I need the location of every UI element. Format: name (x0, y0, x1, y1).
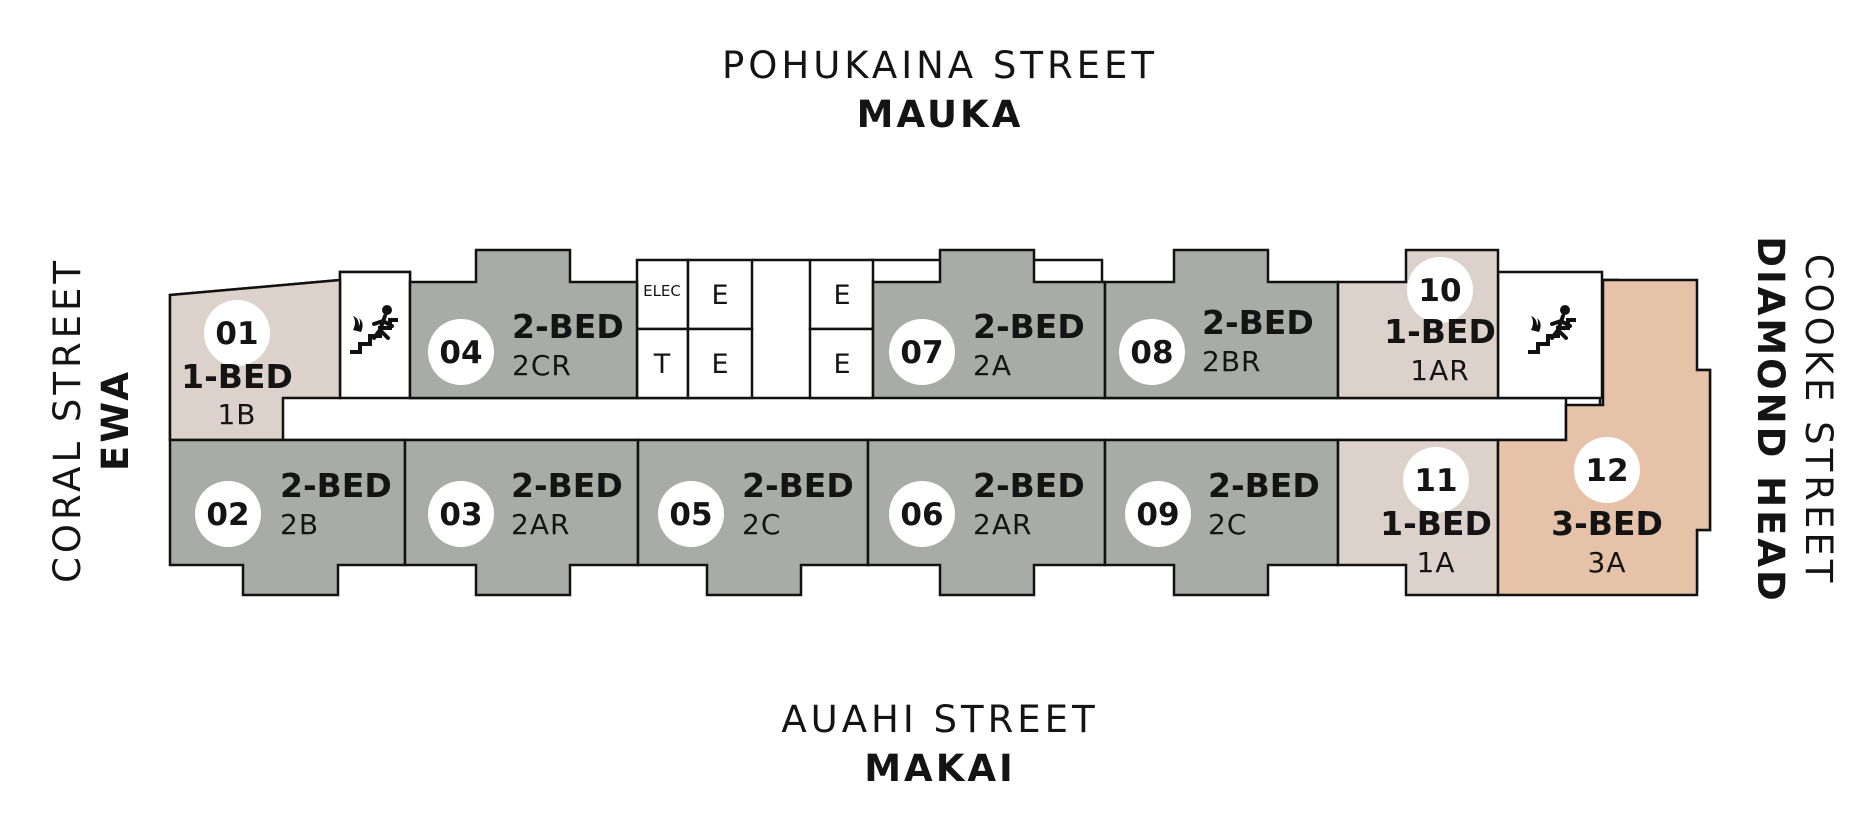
unit-number: 06 (900, 497, 943, 533)
emergency-stairs-icon (1528, 305, 1576, 354)
elevator-room (686, 327, 754, 400)
unit-number-badge (889, 481, 955, 547)
unit-plan-code: 2BR (1202, 345, 1261, 378)
unit-number: 11 (1414, 463, 1457, 499)
unit-plan-code: 1AR (1410, 354, 1469, 387)
unit-bedrooms: 2-BED (1208, 466, 1320, 505)
unit-number: 02 (206, 497, 249, 533)
unit-number-badge (658, 481, 724, 547)
top-direction-label: MAUKA (857, 93, 1024, 136)
right-direction-label: DIAMOND HEAD (1749, 236, 1792, 604)
trash-room (635, 327, 690, 400)
unit-plan-code: 2CR (512, 349, 572, 382)
unit-number-badge (1119, 319, 1185, 385)
right-street-label: COOKE STREET (1797, 254, 1840, 587)
elevator-room (808, 258, 875, 331)
unit-number: 12 (1585, 453, 1628, 489)
unit-number-badge (195, 481, 261, 547)
elevator-label: E (833, 280, 850, 311)
unit-bedrooms: 2-BED (280, 466, 392, 505)
left-direction-label: EWA (94, 369, 137, 471)
unit-number-badge (204, 300, 270, 366)
left-street-label: CORAL STREET (46, 257, 89, 583)
unit-bedrooms: 2-BED (973, 307, 1085, 346)
trash-room-label: T (653, 349, 671, 380)
unit-number-badge (428, 319, 494, 385)
unit-number: 08 (1130, 335, 1173, 371)
service-core-west: ELEC E T E (635, 258, 754, 400)
emergency-stairs-icon (350, 305, 398, 354)
unit-plan-code: 2C (742, 508, 781, 541)
unit-bedrooms: 1-BED (1380, 504, 1492, 543)
elevator-label: E (833, 349, 850, 380)
bottom-direction-label: MAKAI (864, 747, 1016, 790)
unit-bedrooms: 2-BED (973, 466, 1085, 505)
top-street-label: POHUKAINA STREET (722, 44, 1158, 87)
unit-bedrooms: 2-BED (1202, 303, 1314, 342)
unit-plan-code: 2B (280, 508, 319, 541)
unit-number-badge (428, 481, 494, 547)
unit-number-badge (1574, 437, 1640, 503)
unit-number-badge (1403, 447, 1469, 513)
unit-number-badge (1125, 481, 1191, 547)
unit-bedrooms: 3-BED (1551, 504, 1663, 543)
unit-number: 09 (1136, 497, 1179, 533)
elevator-label: E (711, 280, 728, 311)
unit-number-badge (889, 319, 955, 385)
unit-bedrooms: 1-BED (1384, 312, 1496, 351)
elevator-room (808, 327, 875, 400)
unit-plan-code: 2AR (511, 508, 570, 541)
unit-number: 03 (439, 497, 482, 533)
unit-plan-code: 1A (1417, 546, 1456, 579)
unit-number: 04 (439, 335, 482, 371)
elec-room-label: ELEC (643, 282, 681, 300)
unit-plan-code: 2A (973, 349, 1012, 382)
unit-bedrooms: 2-BED (512, 307, 624, 346)
unit-bedrooms: 2-BED (511, 466, 623, 505)
unit-plan-code: 2C (1208, 508, 1247, 541)
unit-number: 05 (669, 497, 712, 533)
unit-number-badge (1407, 257, 1473, 323)
unit-plan-code: 2AR (973, 508, 1032, 541)
unit-number: 01 (215, 316, 258, 352)
unit-plan-code: 1B (217, 398, 256, 431)
unit-bedrooms: 2-BED (742, 466, 854, 505)
unit-plan-code: 3A (1588, 546, 1627, 579)
service-core-east: E E (808, 258, 875, 400)
bottom-street-label: AUAHI STREET (781, 698, 1098, 741)
unit-number: 10 (1418, 273, 1461, 309)
unit-bedrooms: 1-BED (181, 357, 293, 396)
unit-number: 07 (900, 335, 943, 371)
elevator-label: E (711, 349, 728, 380)
